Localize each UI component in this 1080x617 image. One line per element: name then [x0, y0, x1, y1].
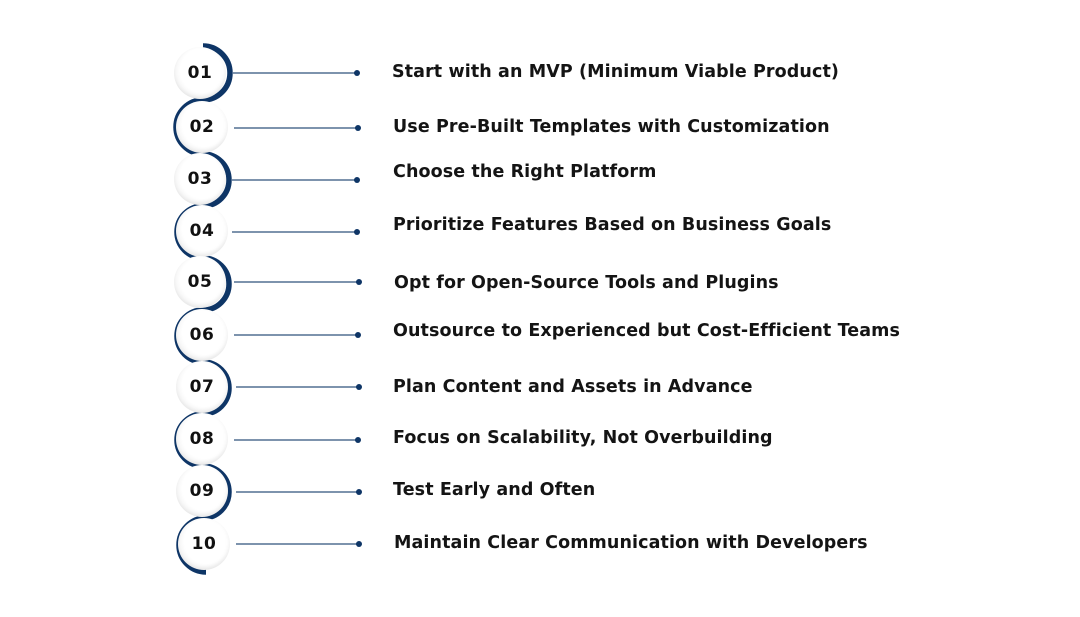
- step-number: 03: [187, 169, 213, 189]
- step-label: Use Pre-Built Templates with Customizati…: [393, 117, 830, 137]
- connector-line: [232, 231, 357, 233]
- step-06: 06 Outsource to Experienced but Cost-Eff…: [0, 309, 1080, 361]
- step-number: 01: [187, 63, 213, 83]
- dot-icon: [355, 332, 361, 338]
- step-number-badge: 09: [176, 465, 228, 517]
- connector-line: [234, 334, 357, 336]
- step-number: 09: [189, 481, 215, 501]
- step-number-badge: 01: [174, 47, 226, 99]
- step-04: 04 Prioritize Features Based on Business…: [0, 205, 1080, 257]
- connector-line: [233, 72, 357, 74]
- step-number-badge: 06: [176, 309, 228, 361]
- step-label: Choose the Right Platform: [393, 162, 657, 182]
- step-number-badge: 04: [176, 205, 228, 257]
- dot-icon: [355, 437, 361, 443]
- step-02: 02 Use Pre-Built Templates with Customiz…: [0, 101, 1080, 153]
- step-01: 01 Start with an MVP (Minimum Viable Pro…: [0, 47, 1080, 99]
- step-number: 10: [191, 534, 217, 554]
- dot-icon: [356, 384, 362, 390]
- step-label: Test Early and Often: [393, 480, 596, 500]
- step-number-badge: 10: [178, 518, 230, 570]
- step-number-badge: 05: [174, 256, 226, 308]
- dot-icon: [356, 541, 362, 547]
- step-number: 08: [189, 429, 215, 449]
- connector-line: [232, 179, 357, 181]
- step-label: Plan Content and Assets in Advance: [393, 377, 753, 397]
- step-number: 04: [189, 221, 215, 241]
- step-number: 02: [189, 117, 215, 137]
- step-number-badge: 02: [176, 101, 228, 153]
- dot-icon: [354, 177, 360, 183]
- step-number-badge: 08: [176, 413, 228, 465]
- connector-line: [234, 281, 358, 283]
- step-label: Focus on Scalability, Not Overbuilding: [393, 428, 773, 448]
- connector-line: [234, 127, 358, 129]
- dot-icon: [354, 229, 360, 235]
- step-10: 10 Maintain Clear Communication with Dev…: [0, 518, 1080, 570]
- connector-line: [236, 543, 358, 545]
- step-07: 07 Plan Content and Assets in Advance: [0, 361, 1080, 413]
- step-number-badge: 07: [176, 361, 228, 413]
- step-label: Maintain Clear Communication with Develo…: [394, 533, 868, 553]
- step-label: Prioritize Features Based on Business Go…: [393, 215, 832, 235]
- step-number-badge: 03: [174, 153, 226, 205]
- step-number: 05: [187, 272, 213, 292]
- dot-icon: [355, 125, 361, 131]
- step-03: 03 Choose the Right Platform: [0, 153, 1080, 205]
- dot-icon: [354, 70, 360, 76]
- dot-icon: [356, 489, 362, 495]
- step-label: Opt for Open-Source Tools and Plugins: [394, 273, 779, 293]
- step-09: 09 Test Early and Often: [0, 465, 1080, 517]
- step-label: Start with an MVP (Minimum Viable Produc…: [392, 62, 840, 82]
- step-08: 08 Focus on Scalability, Not Overbuildin…: [0, 413, 1080, 465]
- connector-line: [236, 491, 358, 493]
- step-number: 06: [189, 325, 215, 345]
- step-05: 05 Opt for Open-Source Tools and Plugins: [0, 256, 1080, 308]
- dot-icon: [356, 279, 362, 285]
- connector-line: [236, 386, 358, 388]
- connector-line: [234, 439, 358, 441]
- step-label: Outsource to Experienced but Cost-Effici…: [393, 321, 901, 341]
- step-number: 07: [189, 377, 215, 397]
